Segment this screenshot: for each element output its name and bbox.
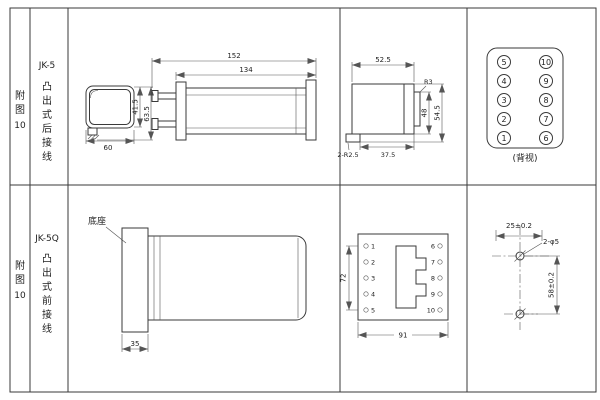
- dim-label-radius-r3: R3: [424, 78, 433, 86]
- panel-terminal-number: 5: [371, 307, 375, 315]
- base-side-view: 底座 35: [88, 215, 307, 352]
- dim-label-backing: [394, 328, 412, 337]
- panel-terminal-circles: [363, 243, 443, 313]
- side-view-drawing: 152 134: [151, 52, 317, 141]
- panel-terminal-number: 6: [431, 243, 435, 251]
- terminal-number: 6: [543, 134, 548, 143]
- side-view-details: [186, 88, 306, 134]
- mount-type-char: 出: [42, 94, 52, 107]
- panel-terminal-number: 9: [431, 291, 435, 299]
- panel-terminal-number: 7: [431, 259, 435, 267]
- panel-terminal-number: 2: [371, 259, 375, 267]
- model-label-jk5q: JK-5Q: [34, 234, 59, 244]
- terminal-number: 5: [501, 58, 506, 67]
- dim-label-holes-2-phi5: 2-φ5: [543, 238, 559, 246]
- dim-label-height-41-5: 41.5: [132, 99, 140, 115]
- dim-label-length-152: 152: [227, 52, 240, 60]
- mount-type-char: 前: [42, 294, 52, 307]
- side-view-dim-lines: [152, 58, 316, 78]
- terminal-number: 3: [501, 96, 506, 105]
- mount-type-char: 凸: [42, 253, 52, 265]
- terminal-number: 7: [543, 115, 548, 124]
- mount-type-char: 后: [42, 123, 52, 135]
- front-view-drawing: 60 41.5 63.5: [85, 85, 154, 152]
- fig-label-char: 附: [15, 89, 25, 102]
- base-details: [153, 236, 299, 320]
- fig-label-char: 图: [15, 104, 25, 116]
- front-view-outline: [85, 85, 135, 136]
- dim-label-depth-35: 35: [131, 340, 140, 348]
- dim-label-width-91: 91: [399, 332, 408, 340]
- fig-label-number: 10: [14, 291, 26, 301]
- terminal-block-outline: [486, 47, 564, 149]
- mount-type-char: 线: [42, 150, 52, 163]
- side-view-outline: [151, 79, 317, 141]
- rear-view-caption: (背视): [512, 152, 537, 164]
- dim-label-height-54-5: 54.5: [434, 105, 442, 121]
- terminal-number: 2: [501, 115, 506, 124]
- rear-dim-dim-lines: [352, 62, 445, 150]
- terminal-number: 8: [543, 96, 548, 105]
- horizontal-centerlines: [492, 255, 550, 315]
- table-outer-border: [9, 7, 597, 393]
- panel-terminal-number: 8: [431, 275, 435, 283]
- mount-type-char: 接: [42, 308, 52, 321]
- mount-type-char: 线: [42, 322, 52, 335]
- base-outline: [121, 227, 307, 333]
- table-grid: [9, 7, 597, 393]
- side-view-ext-lines: [151, 58, 317, 88]
- rear-dim-drawing: 52.5 R3 48 54.5 2-R2.5 37.5: [337, 56, 445, 159]
- mount-type-char: 式: [42, 280, 52, 293]
- terminal-number: 10: [541, 58, 551, 67]
- panel-terminal-number: 4: [371, 291, 375, 299]
- fig-label-char: 图: [15, 274, 25, 286]
- panel-cutout: [395, 245, 427, 309]
- panel-terminal-number: 3: [371, 275, 375, 283]
- mount-type-char: 出: [42, 266, 52, 279]
- fig-label-number: 10: [14, 121, 26, 131]
- dim-label-length-134: 134: [239, 66, 253, 74]
- base-label: 底座: [88, 215, 106, 227]
- panel-ext-lines: [346, 245, 449, 338]
- hole-slash-mark: [514, 250, 526, 262]
- dim-label-25: 25±0.2: [506, 222, 532, 230]
- rear-dim-ext-lines: [347, 62, 444, 151]
- dim-label-height-72: 72: [340, 274, 348, 283]
- mount-type-char: 接: [42, 136, 52, 149]
- dim-label-58: 58±0.2: [548, 272, 556, 298]
- front-view-dim-lines: [86, 87, 154, 144]
- dim-label-width-37-5: 37.5: [381, 151, 395, 159]
- dim-label-corner-2-r2-5: 2-R2.5: [337, 151, 358, 159]
- mount-type-char: 凸: [42, 81, 52, 93]
- base-label-leader: [105, 226, 127, 244]
- terminal-number: 4: [501, 77, 506, 86]
- dim-label-height-63-5: 63.5: [143, 106, 151, 122]
- drill-template-view: 25±0.2 2-φ5 58±0.2: [492, 222, 560, 330]
- dim-label-width-60: 60: [104, 144, 113, 152]
- dim-label-height-48: 48: [421, 109, 429, 118]
- terminal-number: 9: [543, 77, 548, 86]
- panel-terminal-number: 1: [371, 243, 375, 251]
- panel-outline: [357, 233, 449, 321]
- hole-slash-mark: [514, 308, 526, 320]
- fig-label-char: 附: [15, 259, 25, 272]
- model-label-jk5: JK-5: [38, 61, 56, 71]
- row2-labels: 附 图 10 JK-5Q 凸 出 式 前 接 线: [14, 234, 59, 335]
- mount-type-char: 式: [42, 108, 52, 121]
- terminal-number: 1: [501, 134, 506, 143]
- table-dividers: [10, 8, 596, 392]
- row1-labels: 附 图 10 JK-5 凸 出 式 后 接 线: [14, 61, 55, 163]
- panel-terminal-number: 10: [427, 307, 435, 315]
- terminal-circles: [497, 55, 553, 145]
- rear-dim-outline: [345, 83, 421, 143]
- terminal-panel-view: 1 2 3 4 5 6 7 8 9 10 72 91: [340, 233, 449, 340]
- dim-label-width-52-5: 52.5: [375, 56, 391, 64]
- terminal-rear-view: 5 4 3 2 1 10 9 8 7 6 (背视): [486, 47, 564, 164]
